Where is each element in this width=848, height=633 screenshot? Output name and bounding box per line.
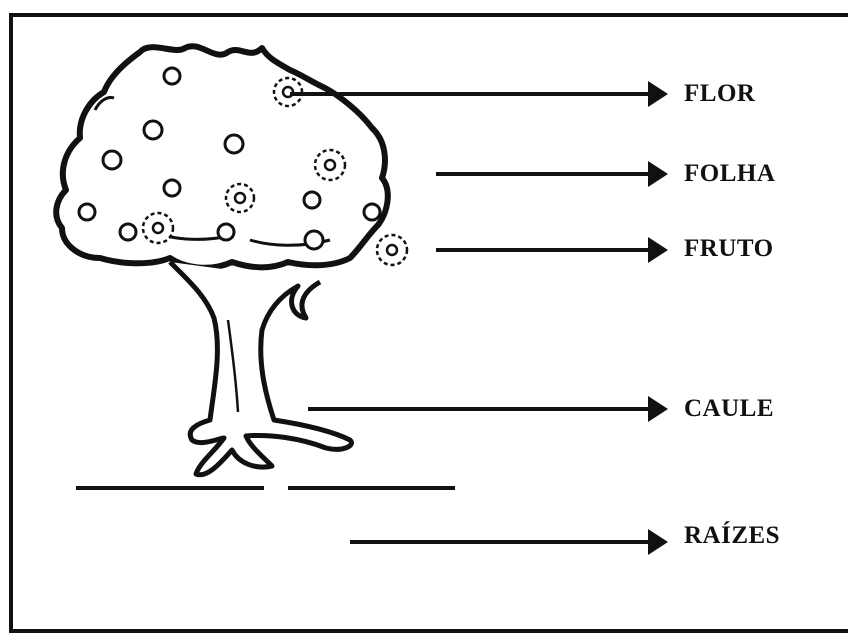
label-flor: FLOR xyxy=(684,80,755,108)
tree-diagram: FLOR FOLHA FRUTO CAULE RAÍZES xyxy=(0,0,848,614)
label-caule: CAULE xyxy=(684,395,774,423)
label-fruto: FRUTO xyxy=(684,235,774,263)
label-folha: FOLHA xyxy=(684,160,775,188)
label-raizes: RAÍZES xyxy=(684,522,780,550)
trunk xyxy=(170,262,351,475)
